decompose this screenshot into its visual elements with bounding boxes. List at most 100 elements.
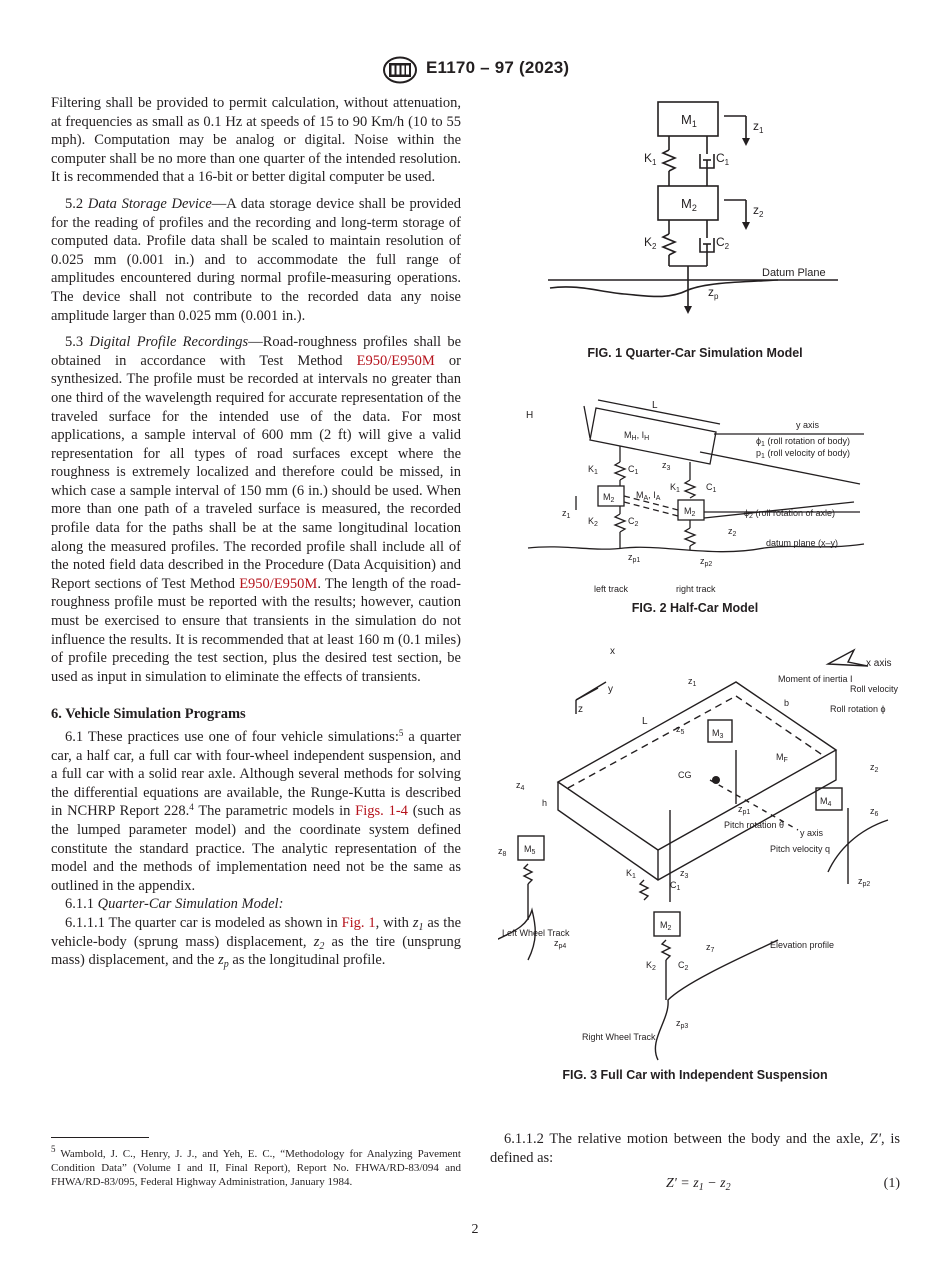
paragraph-5-3: 5.3 Digital Profile Recordings—Road-roug…: [51, 333, 461, 686]
fig1-label-c2: C2: [716, 235, 730, 251]
paragraph-6-1-1-1: 6.1.1.1 The quarter car is modeled as sh…: [51, 914, 461, 970]
fig2-label-datum: datum plane (x–y): [766, 538, 838, 548]
fig2-label-y-axis: y axis: [796, 420, 820, 430]
section-heading: 6. Vehicle Simulation Programs: [51, 706, 246, 723]
footnote-ref[interactable]: 5: [398, 728, 404, 738]
fig3-label-zp2: zp2: [858, 876, 870, 888]
fig1-label-z1: z1: [753, 119, 764, 135]
fig1-label-c1: C1: [716, 151, 730, 167]
paragraph-text: 6.1.1.2 The relative motion between the …: [504, 1131, 870, 1147]
link-fig-1[interactable]: Fig. 1: [341, 914, 376, 931]
fig3-label-zp4: zp4: [554, 938, 566, 950]
figure-2-half-car: H L MH, IH y axis ϕ1 (roll rotation of b…: [526, 399, 865, 594]
fig2-label-z2: z2: [728, 526, 737, 538]
fig2-label-p1: p1 (roll velocity of body): [756, 448, 850, 460]
var-z1: z1: [412, 914, 424, 933]
link-e950[interactable]: E950/E950M: [239, 575, 318, 592]
fig3-label-m2: M2: [660, 920, 672, 932]
paragraph-text: 6.1.1.1 The quarter car is modeled as sh…: [65, 914, 342, 931]
fig3-label-elevation: Elevation profile: [770, 940, 834, 950]
fig2-label-zp1: zp1: [628, 552, 640, 564]
footnote-text: Wambold, J. C., Henry, J. J., and Yeh, E…: [51, 1148, 461, 1188]
figure-2-caption: FIG. 2 Half-Car Model: [631, 601, 759, 615]
fig3-label-k2: K2: [646, 960, 656, 972]
section-number: 6.1.1: [65, 896, 98, 913]
fig2-label-z3: z3: [662, 460, 671, 472]
section-title: Data Storage Device: [87, 195, 212, 212]
fig2-label-mh: MH, IH: [624, 430, 649, 442]
paragraph-text: as the vehicle-body (sprung mass) displa…: [51, 914, 462, 950]
figure-3-full-car: x y z x axis Moment of inertia I Roll ve…: [498, 646, 898, 1061]
fig3-label-x: x: [610, 646, 615, 657]
link-figs-1-4[interactable]: Figs. 1-4: [355, 803, 408, 820]
astm-logo-icon: [383, 56, 417, 84]
fig3-label-left-wheel: Left Wheel Track: [502, 928, 570, 938]
fig3-label-b: b: [784, 698, 789, 708]
var-z-prime: Z': [869, 1131, 881, 1147]
fig3-label-c1: C1: [670, 880, 681, 892]
fig1-label-m1: M1: [681, 112, 697, 129]
paragraph-text: , with: [375, 914, 413, 931]
equation-1: Z' = z1 − z2 (1): [490, 1176, 900, 1196]
fig3-label-z: z: [578, 704, 583, 715]
fig2-label-ma: MA, IA: [636, 490, 661, 502]
footnote-ref[interactable]: 4: [189, 802, 194, 813]
figure-1-caption: FIG. 1 Quarter-Car Simulation Model: [587, 346, 803, 360]
fig2-label-m2: M2: [603, 492, 615, 504]
fig2-label-l: L: [652, 400, 658, 411]
fig1-label-k2: K2: [644, 235, 657, 251]
paragraph-text: 6.1 These practices use one of four vehi…: [65, 729, 399, 745]
fig2-label-h: H: [526, 410, 533, 421]
fig3-label-mf: MF: [776, 752, 788, 764]
paragraph-text: , is defined as:: [490, 1131, 900, 1166]
fig1-label-k1: K1: [644, 151, 657, 167]
fig2-label-left-track: left track: [594, 584, 629, 594]
fig2-label-c1r: C1: [706, 482, 717, 494]
fig2-label-phi1: ϕ1 (roll rotation of body): [756, 436, 850, 448]
paragraph-6-1: 6.1 These practices use one of four vehi…: [51, 728, 461, 895]
document-designation: E1170 – 97 (2023): [426, 58, 570, 77]
footnote-marker: 5: [51, 1144, 56, 1154]
fig3-label-z3: z3: [680, 868, 689, 880]
equation-body: Z' = z1 − z2: [666, 1176, 731, 1193]
fig3-label-z5: z5: [676, 724, 685, 736]
fig3-label-z4: z4: [516, 780, 525, 792]
fig3-label-roll-rotation: Roll rotation ϕ: [830, 704, 886, 714]
var-z2: z2: [313, 933, 325, 952]
fig3-label-roll-velocity: Roll velocity p: [850, 684, 898, 694]
paragraph-text: as the tire (unsprung mass) displacement…: [51, 933, 461, 969]
paragraph-text: —A data storage device shall be provided…: [51, 195, 461, 324]
footnote-5: 5 Wambold, J. C., Henry, J. J., and Yeh,…: [51, 1144, 461, 1189]
figure-3-caption: FIG. 3 Full Car with Independent Suspens…: [562, 1068, 828, 1082]
fig2-label-c1: C1: [628, 464, 639, 476]
fig3-label-y-axis: y axis: [800, 828, 824, 838]
fig1-label-datum: Datum Plane: [762, 267, 826, 279]
fig3-label-m3: M3: [712, 728, 724, 740]
page-header: E1170 – 97 (2023): [0, 56, 950, 86]
fig3-label-pitch-velocity: Pitch velocity q: [770, 844, 830, 854]
fig2-label-right-track: right track: [676, 584, 716, 594]
fig2-label-k1: K1: [588, 464, 598, 476]
fig2-label-k1r: K1: [670, 482, 680, 494]
fig3-label-y: y: [608, 684, 613, 695]
footnote-rule: [51, 1137, 149, 1138]
fig2-label-phi2: ϕ2 (roll rotation of axle): [744, 508, 835, 520]
fig3-label-zp1: zp1: [738, 804, 750, 816]
var-zp: zp: [218, 952, 229, 971]
fig3-label-m4: M4: [820, 796, 832, 808]
link-e950[interactable]: E950/E950M: [356, 352, 435, 369]
fig3-label-zp3: zp3: [676, 1018, 688, 1030]
paragraph-text: —Road-roughness profiles shall be obtain…: [51, 334, 462, 369]
paragraph-text: as the longitudinal profile.: [228, 952, 386, 969]
fig2-label-m2r: M2: [684, 506, 696, 518]
page-number: 2: [471, 1222, 479, 1237]
paragraph-text: (such as the lumped parameter model) and…: [51, 803, 461, 894]
equation-number: (1): [883, 1176, 900, 1191]
fig3-label-x-axis: x axis: [866, 658, 892, 669]
fig2-label-z1: z1: [562, 508, 571, 520]
fig2-label-zp2: zp2: [700, 556, 712, 568]
fig2-label-c2: C2: [628, 516, 639, 528]
paragraph-text: or synthesized. The profile must be reco…: [51, 352, 461, 592]
fig3-label-moment: Moment of inertia I: [778, 674, 853, 684]
fig3-label-z7: z7: [706, 942, 715, 954]
